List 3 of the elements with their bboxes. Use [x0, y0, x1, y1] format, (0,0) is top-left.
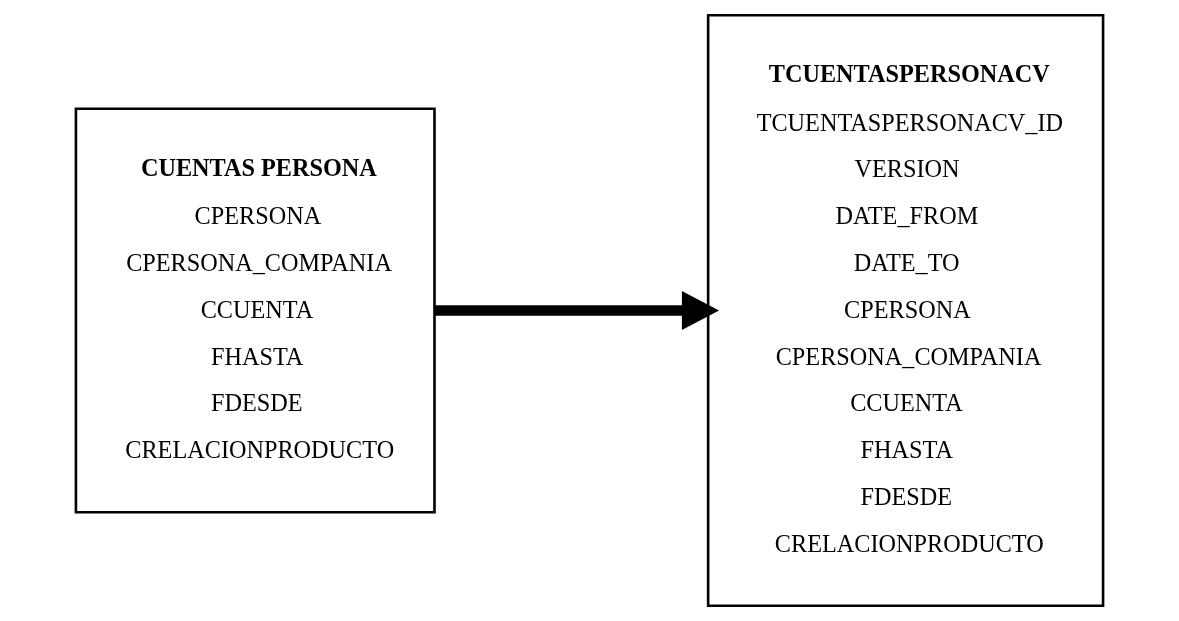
node-box: TCUENTASPERSONACV TCUENTASPERSONACV_ID VERSION DATE_FROM DATE_TO CPERSONA CPERSONA_COMPANIA CCUENTA FHASTA FDESDE CRELACIONPRODUCTO — [706, 13, 1105, 608]
arrow — [434, 291, 720, 330]
node-box: CUENTAS PERSONA CPERSONA CPERSONA_COMPANIA CCUENTA FHASTA FDESDE CRELACIONPRODUCTO — [74, 107, 436, 514]
